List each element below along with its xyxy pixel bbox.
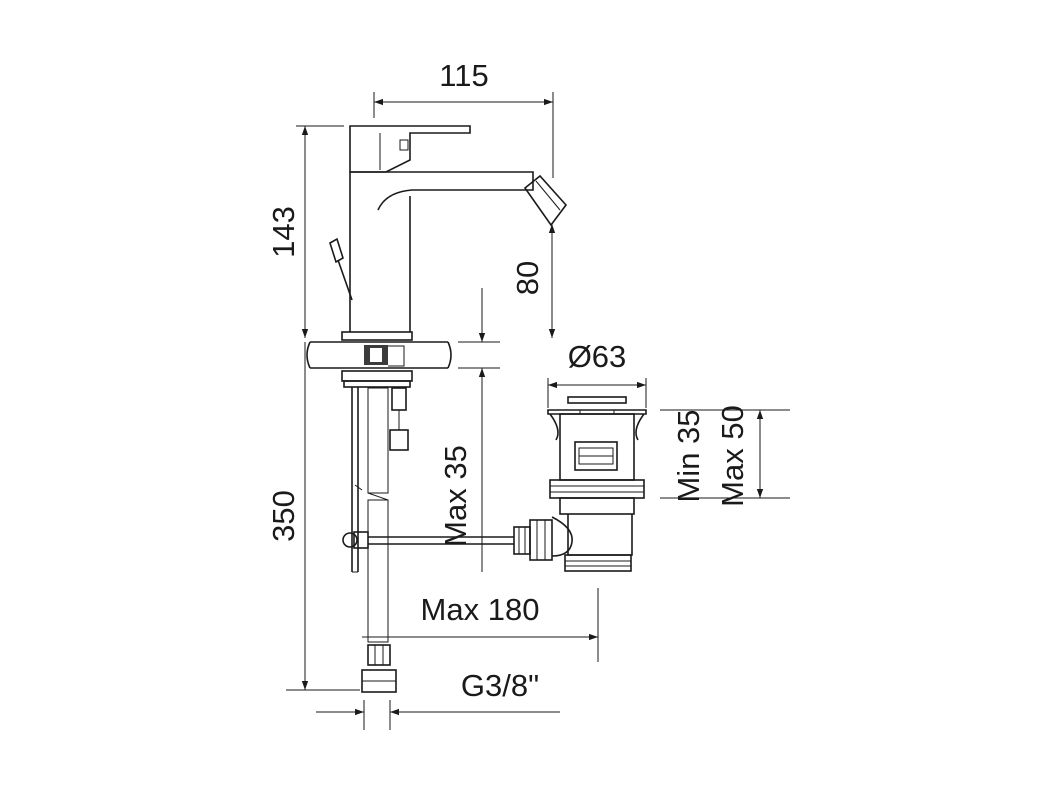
- faucet-body: [329, 125, 568, 332]
- deck-mount: [306, 331, 452, 451]
- dim-hose-length: 350: [266, 490, 301, 542]
- dimension-lines: [286, 92, 790, 730]
- dim-waste-diameter: Ø63: [568, 339, 627, 374]
- dim-deck-max: Max 35: [438, 445, 473, 547]
- pull-rod: [342, 387, 514, 573]
- dim-rod-max: Max 180: [421, 592, 540, 627]
- dim-spout-reach: 115: [439, 58, 488, 93]
- dim-waste-max: Max 50: [715, 405, 750, 507]
- dim-waste-min: Min 35: [671, 409, 706, 502]
- flexible-hose: [361, 387, 397, 693]
- dim-total-height: 143: [266, 206, 301, 258]
- dim-spout-height: 80: [510, 261, 545, 295]
- pop-up-waste: [513, 396, 647, 572]
- dim-connection-thread: G3/8": [461, 668, 539, 703]
